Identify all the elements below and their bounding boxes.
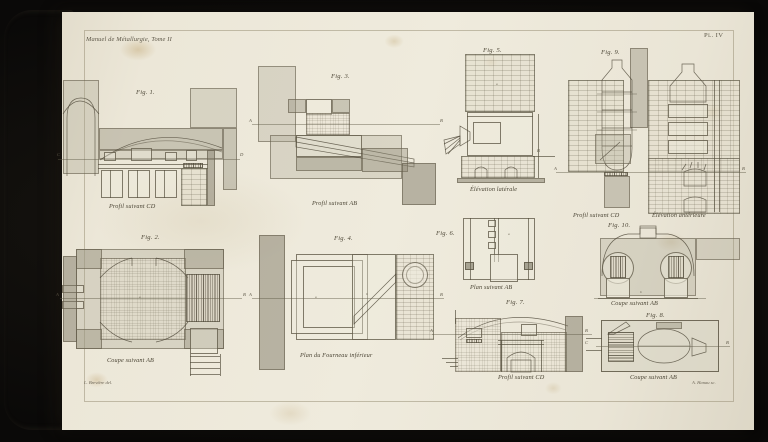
figure-3-label: Fig. 3. [331, 73, 350, 80]
fig7-arch-sweep [457, 317, 569, 341]
figure-4-caption: Plan du Fourneau inférieur [300, 352, 373, 359]
fig9-section-brick-right [648, 80, 740, 172]
fig9-elevation-opening-lower [683, 196, 707, 213]
fig9-ash-pit [604, 176, 630, 208]
fig10-base-right [664, 278, 688, 298]
fig9-ref-A: A [554, 166, 557, 171]
fig1-port-c [165, 152, 177, 161]
fig2-ref-a: a [139, 295, 141, 299]
fig5-ref-a: a [496, 82, 498, 86]
fig9-ref-B: B [742, 166, 745, 171]
fig3-upper-chamber [296, 135, 362, 157]
plate-border-frame [84, 30, 734, 402]
fig6-central-opening [490, 254, 518, 282]
fig4-plan-outline-outer [296, 254, 368, 340]
fig8-top-channel [656, 322, 682, 329]
fig4-right-chamber [352, 254, 396, 340]
fig2-corner-breaks [99, 257, 189, 343]
figure-5-caption: Élévation latérale [470, 186, 518, 193]
figure-7-label: Fig. 7. [506, 299, 525, 306]
fig1-ref-C: C [57, 152, 61, 157]
fig8-ref-B: B [726, 340, 729, 345]
figure-9-label: Fig. 9. [601, 49, 620, 56]
fig7-port-left [466, 328, 482, 338]
fig3-ref-B: B [440, 118, 443, 123]
fig1-port-a [104, 152, 116, 161]
fig6-port-right [524, 262, 533, 270]
fig10-base-left [606, 278, 630, 298]
figure-1-caption: Profil suivant CD [109, 203, 156, 210]
fig2-stair-landing [190, 328, 218, 354]
fig6-port-left [465, 262, 474, 270]
figure-5-label: Fig. 5. [483, 47, 502, 54]
fig7-port-right [521, 324, 537, 336]
fig1-port-b [131, 148, 152, 161]
plate-number-label: Pl. IV [704, 32, 724, 39]
fig4-ref-a: a [315, 295, 317, 299]
fig5-base-brick [461, 156, 535, 178]
fig2-ref-A: A [56, 292, 59, 297]
fig10-ref-b: b [640, 290, 642, 294]
figure-10-caption: Coupe suivant AB [611, 300, 658, 307]
fig5-body-outline [467, 112, 533, 156]
fig2-grate-plan [186, 274, 220, 322]
figure-4-label: Fig. 4. [334, 235, 353, 242]
fig8-grate-left [608, 332, 634, 362]
fig1-arch-opening [62, 97, 100, 176]
fig7-hearth-arch [506, 351, 536, 373]
fig5-base-arches [474, 166, 518, 178]
figure-3-caption: Profil suivant AB [312, 200, 358, 207]
figure-9-caption-section: Profil suivant CD [573, 212, 620, 219]
fig9-elevation-lower-brick [648, 158, 740, 214]
fig5-brick-stack [465, 54, 535, 112]
fig4-ref-B: B [440, 292, 443, 297]
figure-1-label: Fig. 1. [136, 89, 155, 96]
fig7-ref-C: C [585, 340, 589, 345]
fig8-inlet-wedge [606, 321, 631, 335]
figure-6-caption: Plan suivant AB [470, 284, 513, 291]
fig10-cylinder-right-hatch [668, 256, 684, 278]
fig10-cylinder-left-hatch [610, 256, 626, 278]
fig3-stipple-body [306, 113, 350, 135]
fig6-ref-a: a [508, 232, 510, 236]
fig1-grate [183, 163, 203, 168]
fig7-left-mass [455, 318, 501, 372]
fig4-ref-A: A [249, 292, 252, 297]
figure-7-caption: Profil suivant CD [498, 374, 545, 381]
fig9-furnace-shaft-profile [597, 59, 637, 171]
figure-10-label: Fig. 10. [608, 222, 631, 229]
fig9-section-brick-left [568, 80, 624, 172]
fig2-hearth-floor [100, 258, 186, 340]
fig7-ref-A: A [430, 328, 433, 333]
fig7-ref-B: B [585, 328, 588, 333]
figure-9-caption-elevation: Élévation antérieure [652, 212, 706, 219]
figure-8-caption: Coupe suivant AB [630, 374, 677, 381]
fig9-elevation-top [669, 63, 707, 103]
fig10-arch-profile [601, 225, 695, 277]
fig3-ref-A: A [249, 118, 252, 123]
fig4-ref-b: b [366, 292, 368, 296]
fig5-ref-B: B [537, 148, 540, 153]
fig7-right-mass [501, 332, 567, 372]
figure-8-label: Fig. 8. [646, 312, 665, 319]
fig5-door [473, 122, 501, 144]
engraver-credit-left: L. Brevière del. [84, 380, 113, 385]
fig9-elevation-opening-upper [681, 161, 707, 187]
fig1-ref-D: D [240, 152, 244, 157]
fig9-tuyere-pipe [599, 141, 621, 161]
fig8-taphole [691, 337, 707, 357]
fig1-port-d [186, 150, 197, 161]
fig5-bellows [443, 125, 471, 155]
fig2-ref-B: B [243, 292, 246, 297]
book-title-header: Manuel de Métallurgie, Tome II [86, 36, 172, 43]
fig9-chimney-shaft [630, 48, 648, 128]
figure-6-label: Fig. 6. [436, 230, 455, 237]
fig8-oval-chamber [637, 328, 691, 364]
figure-2-caption: Coupe suivant AB [107, 357, 154, 364]
engraver-credit-right: A. Hanau sc. [692, 380, 716, 385]
figure-2-label: Fig. 2. [141, 234, 160, 241]
fig1-brick-pier [181, 168, 207, 206]
